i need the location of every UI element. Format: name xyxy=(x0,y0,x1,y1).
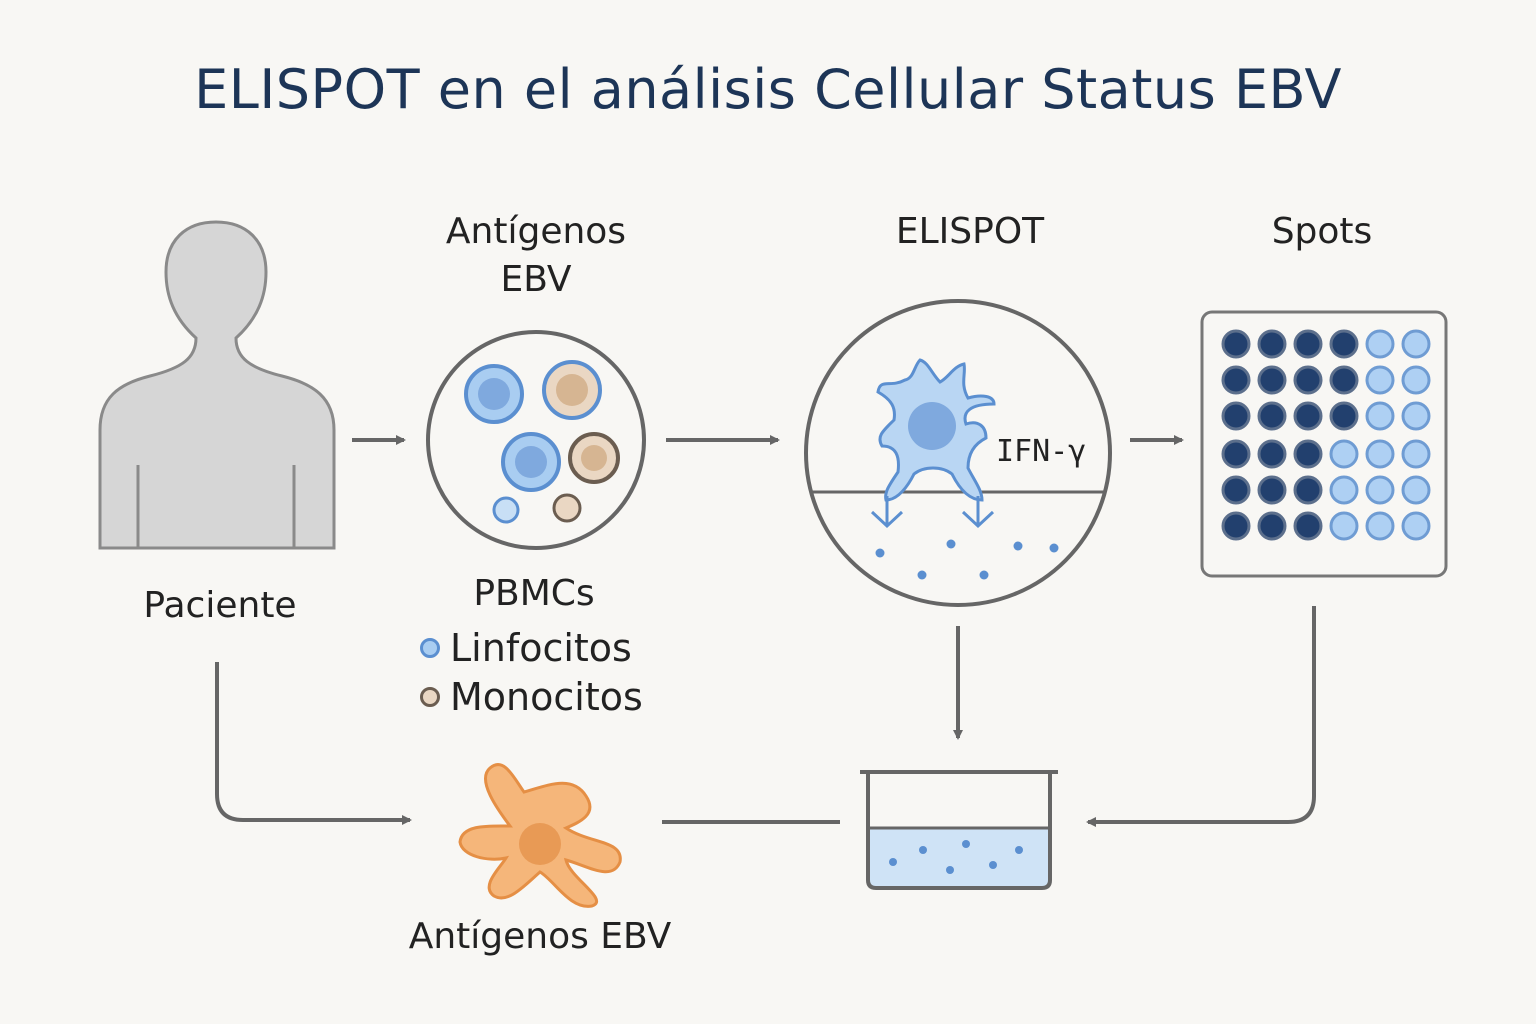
antigens-header-label: Antígenos EBV xyxy=(445,211,627,300)
well-negative xyxy=(1365,439,1395,469)
well-negative xyxy=(1329,475,1359,505)
lymphocyte-swatch-icon xyxy=(420,638,440,658)
apc-label: Antígenos EBV xyxy=(408,916,672,957)
patient-silhouette-icon xyxy=(98,220,336,550)
well-negative xyxy=(1329,511,1359,541)
well-negative xyxy=(1365,511,1395,541)
antigen-presenting-cell-icon xyxy=(458,763,622,908)
well-positive xyxy=(1329,329,1359,359)
well-negative xyxy=(1401,401,1431,431)
pbmc-circle xyxy=(426,330,646,550)
secretion-arrows xyxy=(870,496,995,529)
legend-monocytes-label: Monocitos xyxy=(450,675,643,719)
patient-label: Paciente xyxy=(143,585,297,626)
well-positive xyxy=(1293,511,1323,541)
well-positive xyxy=(1293,401,1323,431)
monocyte-swatch-icon xyxy=(420,687,440,707)
legend-lymphocytes-label: Linfocitos xyxy=(450,626,632,670)
well-negative xyxy=(1329,439,1359,469)
lymphocyte-cell xyxy=(492,496,520,524)
page-title: ELISPOT en el análisis Cellular Status E… xyxy=(194,58,1342,121)
beaker-icon xyxy=(860,770,1058,890)
tcell-icon xyxy=(876,358,996,502)
well-positive xyxy=(1293,475,1323,505)
well-positive xyxy=(1221,475,1251,505)
well-positive xyxy=(1293,439,1323,469)
elispot-well xyxy=(804,299,1112,607)
well-positive xyxy=(1257,475,1287,505)
arrow-spots-to-beaker xyxy=(1086,606,1316,827)
well-positive xyxy=(1257,365,1287,395)
well-positive xyxy=(1221,365,1251,395)
legend-lymphocytes: Linfocitos xyxy=(420,626,632,670)
well-negative xyxy=(1365,329,1395,359)
spot-plate xyxy=(1200,310,1448,578)
well-positive xyxy=(1221,511,1251,541)
well-positive xyxy=(1329,365,1359,395)
well-negative xyxy=(1401,329,1431,359)
well-negative xyxy=(1401,475,1431,505)
well-positive xyxy=(1257,329,1287,359)
well-negative xyxy=(1365,401,1395,431)
ifn-dots xyxy=(875,539,1059,580)
arrow-patient-to-apc xyxy=(215,662,412,825)
well-negative xyxy=(1401,439,1431,469)
well-positive xyxy=(1257,439,1287,469)
well-positive xyxy=(1293,329,1323,359)
monocyte-cell xyxy=(552,493,582,523)
well-positive xyxy=(1221,439,1251,469)
elispot-header-label: ELISPOT xyxy=(895,211,1045,252)
well-negative xyxy=(1401,365,1431,395)
well-positive xyxy=(1257,511,1287,541)
well-negative xyxy=(1365,475,1395,505)
spots-header-label: Spots xyxy=(1271,211,1373,252)
well-positive xyxy=(1293,365,1323,395)
pbmcs-label: PBMCs xyxy=(473,573,595,614)
well-positive xyxy=(1257,401,1287,431)
well-positive xyxy=(1221,401,1251,431)
well-negative xyxy=(1365,365,1395,395)
well-positive xyxy=(1329,401,1359,431)
legend-monocytes: Monocitos xyxy=(420,675,643,719)
ifn-gamma-label: IFN-γ xyxy=(996,434,1087,469)
well-negative xyxy=(1401,511,1431,541)
well-positive xyxy=(1221,329,1251,359)
